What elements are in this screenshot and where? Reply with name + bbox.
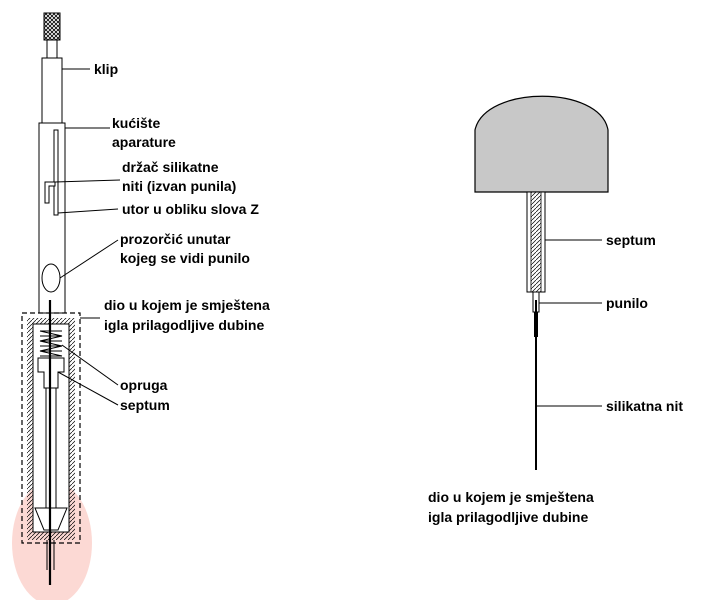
label-right-septum: septum: [606, 232, 656, 248]
view-window: [41, 263, 61, 293]
label-kuciste-line1: kućište: [112, 115, 160, 131]
right-labels: septum punilo silikatna nit dio u kojem …: [428, 232, 683, 525]
label-opruga: opruga: [120, 377, 168, 393]
leader-drzac: [54, 179, 121, 183]
caption-line1: dio u kojem je smještena: [428, 489, 594, 505]
label-kuciste-line2: aparature: [112, 134, 176, 150]
label-right-nit: silikatna nit: [606, 398, 683, 414]
cap-dome: [474, 95, 609, 193]
label-dio-line2: igla prilagodljive dubine: [104, 317, 264, 333]
label-dio-line1: dio u kojem je smještena: [104, 297, 270, 313]
label-utor: utor u obliku slova Z: [122, 201, 259, 217]
caption-line2: igla prilagodljive dubine: [428, 509, 588, 525]
label-right-punilo: punilo: [606, 295, 648, 311]
plunger-rod: [46, 39, 58, 59]
label-prozorcic-line1: prozorčić unutar: [120, 231, 231, 247]
label-klip: klip: [94, 61, 118, 77]
right-detail: [474, 95, 609, 470]
right-leader-lines: [537, 239, 602, 407]
leader-opruga: [61, 344, 119, 386]
left-labels: klip kućište aparature držač silikatne n…: [94, 61, 270, 413]
label-drzac-line1: držač silikatne: [122, 159, 219, 175]
left-syringe: [12, 12, 92, 600]
leader-utor: [57, 208, 119, 214]
label-drzac-line2: niti (izvan punila): [122, 178, 236, 194]
leader-septum: [57, 371, 119, 406]
z-slot: [53, 129, 59, 216]
label-septum: septum: [120, 397, 170, 413]
label-prozorcic-line2: kojeg se vidi punilo: [120, 250, 250, 266]
plunger-knob: [43, 12, 61, 41]
left-leader-lines: [54, 68, 121, 406]
leader-prozorcic: [59, 239, 119, 279]
plunger-block: [41, 57, 63, 124]
